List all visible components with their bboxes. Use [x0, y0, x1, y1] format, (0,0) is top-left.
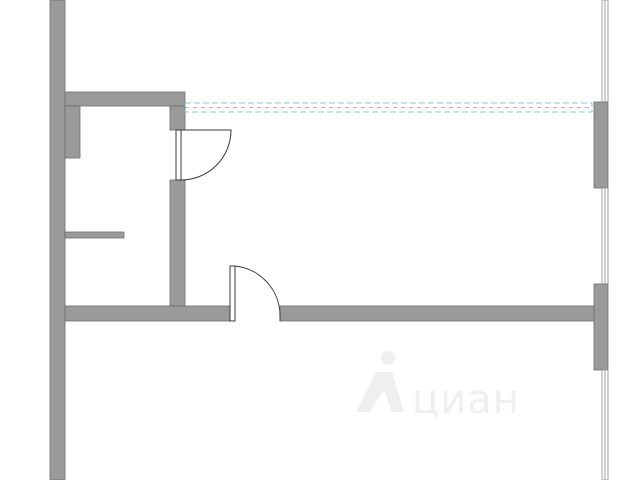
pier-right-lower: [593, 283, 609, 371]
bathroom-wall-right: [169, 179, 186, 307]
bathroom-niche: [64, 105, 81, 159]
corridor-wall: [279, 305, 595, 322]
cian-logo-icon: [356, 351, 404, 412]
door-swing-arc: [180, 129, 232, 181]
outer-wall-right: [593, 0, 609, 480]
door-leaf: [229, 265, 236, 322]
bathroom-wall-top: [64, 91, 186, 107]
outer-wall-left: [49, 0, 66, 480]
door-swing-arc: [234, 265, 281, 321]
bathroom-wall-bottom: [64, 305, 231, 322]
pier-right-upper: [593, 101, 609, 189]
ceiling-divider-line: [184, 102, 593, 113]
watermark-text: циан: [412, 377, 520, 423]
bathroom-wall-right-upper: [169, 105, 186, 131]
door-room: [229, 265, 281, 322]
watermark: циан: [356, 351, 520, 423]
bathroom-partition: [64, 231, 125, 239]
door-bathroom: [175, 129, 232, 181]
door-leaf: [175, 129, 182, 181]
